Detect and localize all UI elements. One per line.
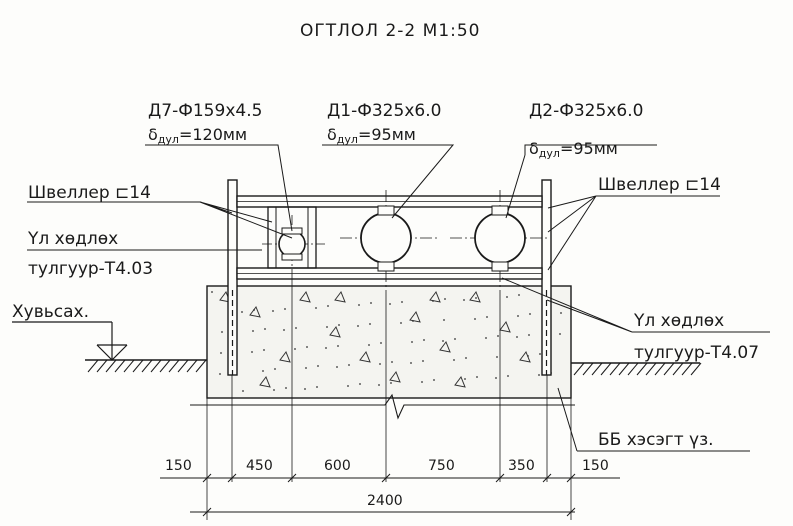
dim-segment-6: 150	[582, 458, 609, 474]
pipe-d1	[340, 190, 440, 290]
pipe-d1-insulation: δдул=95мм	[327, 125, 416, 146]
support-right-label-2: тулгуур-Т4.07	[634, 343, 759, 363]
concrete-note-label: ББ хэсэгт үз.	[598, 430, 714, 450]
ground-hatch-right	[571, 362, 702, 376]
dim-segment-4: 750	[428, 458, 455, 474]
support-left-label-1: Үл хөдлөх	[27, 229, 118, 249]
support-right-label-1: Үл хөдлөх	[633, 311, 724, 331]
ground-level-marker	[12, 321, 128, 361]
drawing-title: ОГТЛОЛ 2-2 М1:50	[300, 21, 481, 41]
ground-hatch-left	[85, 359, 207, 373]
dimension-chain	[160, 275, 620, 520]
support-left-label-2: тулгуур-Т4.03	[28, 259, 153, 279]
ground-level-label: Хувьсах.	[12, 302, 89, 322]
dim-segment-3: 600	[324, 458, 351, 474]
pipe-d2-insulation: δдул=95мм	[529, 139, 618, 160]
pipe-d1-label: Д1-Ф325х6.0	[327, 101, 441, 121]
dim-total: 2400	[367, 493, 403, 509]
dim-segment-5: 350	[508, 458, 535, 474]
channel-left-label: Швеллер ⊏14	[28, 183, 151, 203]
pipe-d2-label: Д2-Ф325х6.0	[529, 101, 643, 121]
pipe-d7-label: Д7-Ф159х4.5	[148, 101, 262, 121]
leader-lines	[27, 144, 770, 452]
concrete-foundation	[190, 285, 575, 420]
pipe-d7-insulation: δдул=120мм	[148, 125, 247, 146]
channel-right-label: Швеллер ⊏14	[598, 175, 721, 195]
dim-segment-2: 450	[246, 458, 273, 474]
dim-segment-1: 150	[165, 458, 192, 474]
